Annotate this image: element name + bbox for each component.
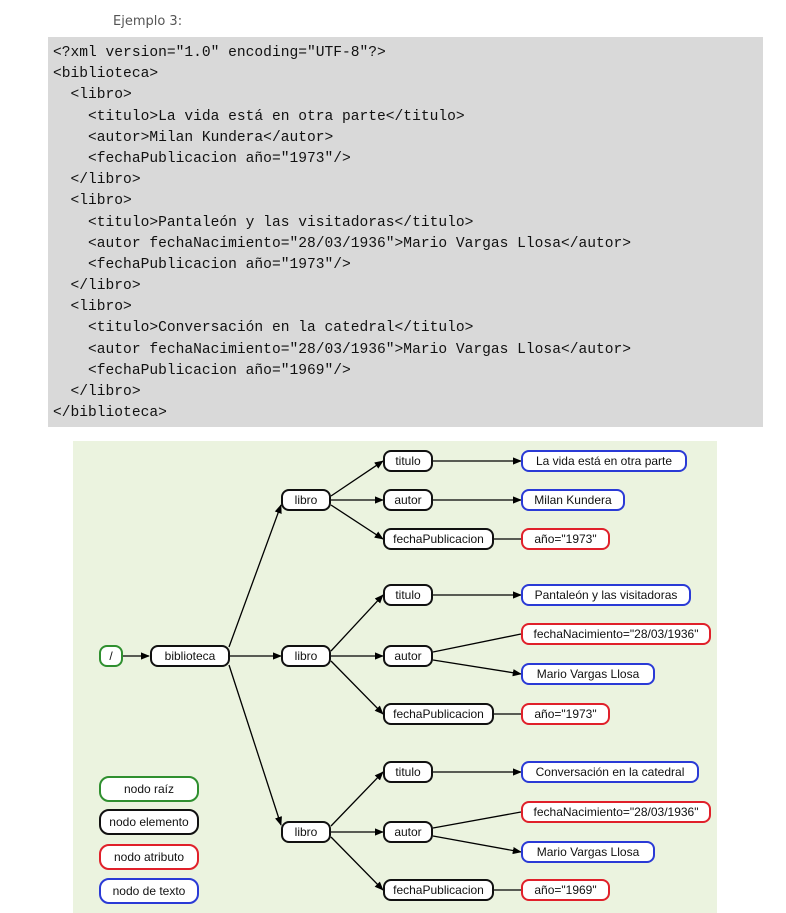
legend-attribute-node: nodo atributo xyxy=(99,844,199,870)
code-line: <libro> xyxy=(53,87,132,104)
text-titulo-2: Pantaleón y las visitadoras xyxy=(521,584,691,606)
node-libro-1: libro xyxy=(281,489,331,511)
edge-libro2-titulo xyxy=(330,594,384,652)
code-line: <fechaPublicacion año="1969"/> xyxy=(53,362,351,379)
node-autor-2: autor xyxy=(383,645,433,667)
node-autor-3: autor xyxy=(383,821,433,843)
text-titulo-3: Conversación en la catedral xyxy=(521,761,699,783)
legend-text-node: nodo de texto xyxy=(99,878,199,904)
text-autor-2: Mario Vargas Llosa xyxy=(521,663,655,685)
node-fecha-3: fechaPublicacion xyxy=(383,879,494,901)
node-root: / xyxy=(99,645,123,667)
edge-libro2-fecha xyxy=(330,660,384,715)
node-titulo-1: titulo xyxy=(383,450,433,472)
edge-libro1-fecha xyxy=(330,504,384,540)
text-titulo-1: La vida está en otra parte xyxy=(521,450,687,472)
code-line: </libro> xyxy=(53,278,141,295)
code-line: <autor fechaNacimiento="28/03/1936">Mari… xyxy=(53,341,632,358)
node-titulo-2: titulo xyxy=(383,584,433,606)
code-line: <titulo>La vida está en otra parte</titu… xyxy=(53,108,465,125)
text-autor-3: Mario Vargas Llosa xyxy=(521,841,655,863)
code-line: <autor fechaNacimiento="28/03/1936">Mari… xyxy=(53,235,632,252)
code-line: <titulo>Conversación en la catedral</tit… xyxy=(53,320,474,337)
node-autor-1: autor xyxy=(383,489,433,511)
edge-libro3-titulo xyxy=(330,771,384,827)
edge-libro3-autor-attr xyxy=(432,811,522,829)
code-line: </biblioteca> xyxy=(53,405,167,422)
code-line: <?xml version="1.0" encoding="UTF-8"?> xyxy=(53,45,386,61)
node-fecha-1: fechaPublicacion xyxy=(383,528,494,550)
xml-tree-diagram: / biblioteca libro titulo autor fechaPub… xyxy=(73,441,717,913)
text-autor-1: Milan Kundera xyxy=(521,489,625,511)
edge-biblioteca-libro-1 xyxy=(228,504,282,648)
code-line: <fechaPublicacion año="1973"/> xyxy=(53,256,351,273)
code-line: <libro> xyxy=(53,193,132,210)
code-line: <libro> xyxy=(53,299,132,316)
example-caption: Ejemplo 3: xyxy=(113,14,183,29)
legend-root-node: nodo raíz xyxy=(99,776,199,802)
node-fecha-2: fechaPublicacion xyxy=(383,703,494,725)
code-line: <autor>Milan Kundera</autor> xyxy=(53,129,334,146)
edge-libro2-autor-attr xyxy=(432,633,522,653)
node-titulo-3: titulo xyxy=(383,761,433,783)
attr-fecha-1: año="1973" xyxy=(521,528,610,550)
code-line: </libro> xyxy=(53,172,141,189)
node-biblioteca: biblioteca xyxy=(150,645,230,667)
attr-autor-2: fechaNacimiento="28/03/1936" xyxy=(521,623,711,645)
code-line: <fechaPublicacion año="1973"/> xyxy=(53,150,351,167)
tree-edges xyxy=(123,457,522,891)
edge-libro3-autor-text xyxy=(432,835,522,855)
attr-fecha-2: año="1973" xyxy=(521,703,610,725)
attr-fecha-3: año="1969" xyxy=(521,879,610,901)
edge-libro2-autor-text xyxy=(432,659,522,677)
node-libro-2: libro xyxy=(281,645,331,667)
edge-biblioteca-libro-3 xyxy=(228,664,282,826)
code-line: <titulo>Pantaleón y las visitadoras</tit… xyxy=(53,214,474,231)
attr-autor-3: fechaNacimiento="28/03/1936" xyxy=(521,801,711,823)
code-line: <biblioteca> xyxy=(53,66,159,83)
xml-code-block: <?xml version="1.0" encoding="UTF-8"?> <b… xyxy=(48,37,763,427)
legend-element-node: nodo elemento xyxy=(99,809,199,835)
edge-libro1-titulo xyxy=(330,460,384,497)
edge-libro3-fecha xyxy=(330,836,384,891)
code-line: </libro> xyxy=(53,384,141,400)
node-libro-3: libro xyxy=(281,821,331,843)
